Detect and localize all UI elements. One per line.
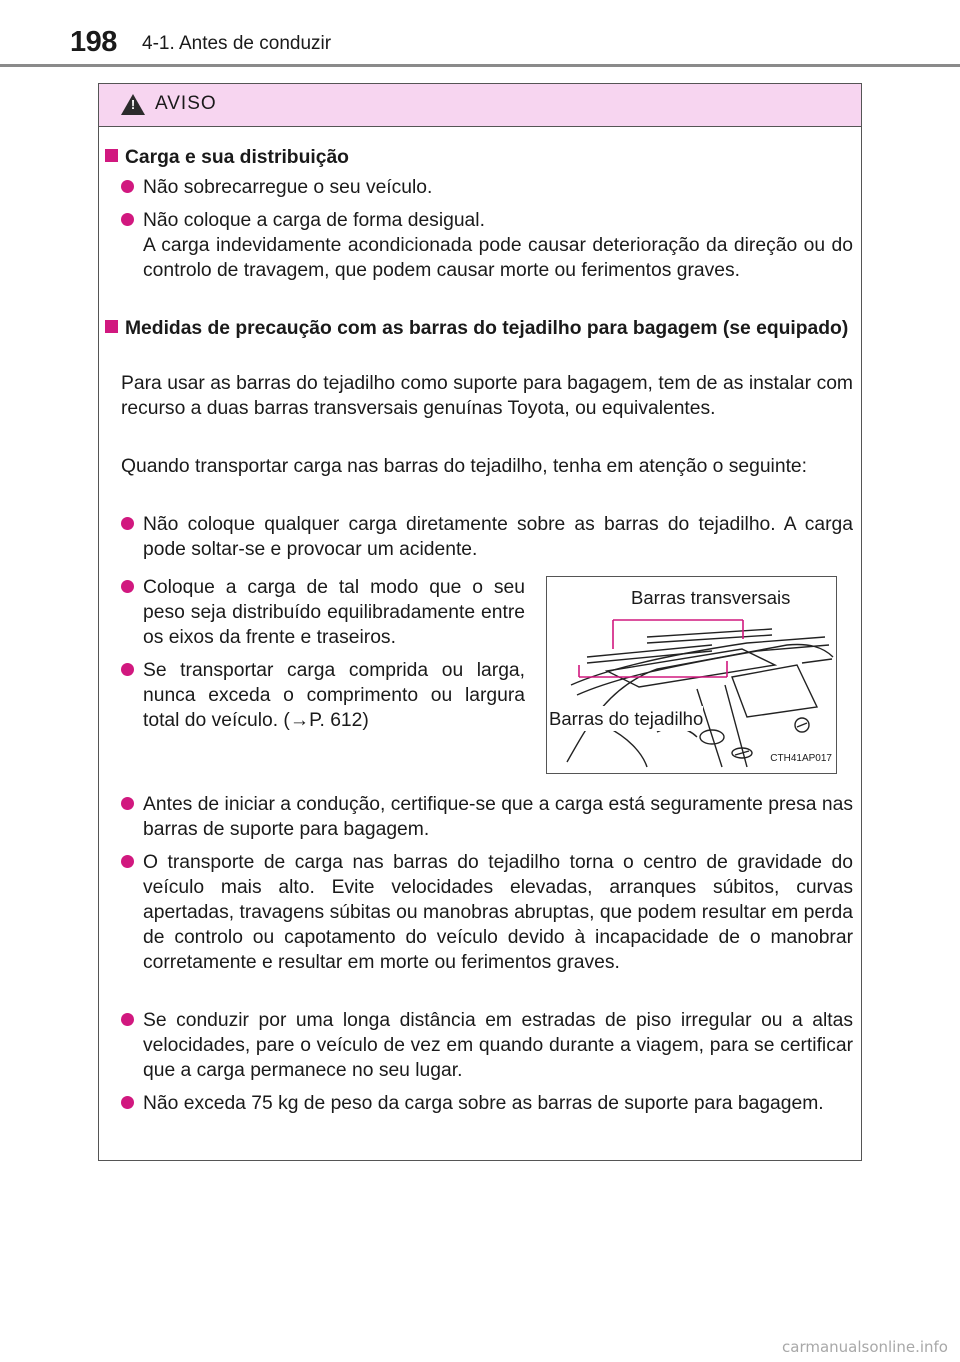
bullet-item: Não coloque a carga de forma desigual. [121,208,853,233]
warning-icon-mark: ! [130,97,136,112]
circle-bullet-icon [121,1013,134,1026]
bullet-text: Coloque a carga de tal modo que o seu pe… [143,577,525,648]
circle-bullet-icon [121,1096,134,1109]
bullet-item: Não coloque qualquer carga diretamente s… [121,512,853,562]
bullet-text: Não sobrecarregue o seu veículo. [143,177,433,198]
circle-bullet-icon [121,213,134,226]
paragraph: Quando transportar carga nas barras do t… [121,456,808,477]
warning-title: AVISO [155,93,217,114]
bullet-text: O transporte de carga nas barras do teja… [143,852,853,973]
bullet-detail: A carga indevidamente acondicionada pode… [143,235,853,281]
circle-bullet-icon [121,797,134,810]
circle-bullet-icon [121,580,134,593]
bullet-item: Se conduzir por uma longa distância em e… [121,1008,853,1083]
bullet-text: Não coloque qualquer carga diretamente s… [143,514,853,560]
bullet-item: Coloque a carga de tal modo que o seu pe… [121,575,525,650]
bullet-text: Se conduzir por uma longa distância em e… [143,1010,853,1081]
paragraph: Para usar as barras do tejadilho como su… [121,373,853,419]
heading-text: Medidas de precaução com as barras do te… [125,318,849,339]
bullet-item: Não sobrecarregue o seu veículo. [121,175,853,200]
figure-code: CTH41AP017 [770,753,832,764]
bullet-item: O transporte de carga nas barras do teja… [121,850,853,975]
circle-bullet-icon [121,663,134,676]
bullet-item: Antes de iniciar a condução, certifique-… [121,792,853,842]
bullet-text: Se transportar carga comprida ou larga, … [143,660,525,731]
circle-bullet-icon [121,180,134,193]
bullet-text: Antes de iniciar a condução, certifique-… [143,794,853,840]
bullet-item: Se transportar carga comprida ou larga, … [121,658,525,733]
bullet-text: Não coloque a carga de forma desigual. [143,210,485,231]
section-title: 4-1. Antes de conduzir [142,33,332,54]
warning-icon [121,94,145,115]
watermark: carmanualsonline.info [782,1338,948,1356]
bullet-item: Não exceda 75 kg de peso da carga sobre … [121,1091,853,1116]
section-heading: Carga e sua distribuição [105,145,853,170]
car-roof-illustration [566,619,834,768]
figure-label-crossbars: Barras transversais [631,585,791,610]
warning-header: ! AVISO [99,84,861,127]
header-divider [0,64,960,67]
section-heading: Medidas de precaução com as barras do te… [105,316,853,341]
circle-bullet-icon [121,517,134,530]
page-number: 198 [70,26,117,58]
warning-box: ! AVISO Carga e sua distribuição Não sob… [98,83,862,1161]
square-bullet-icon [105,320,118,333]
circle-bullet-icon [121,855,134,868]
bullet-text: Não exceda 75 kg de peso da carga sobre … [143,1093,824,1114]
heading-text: Carga e sua distribuição [125,147,349,168]
figure-label-roof-rails: Barras do tejadilho [549,706,704,731]
roof-rack-figure: Barras transversais Barras do tejadilho … [546,576,837,774]
square-bullet-icon [105,149,118,162]
page-header: 198 4-1. Antes de conduzir [0,0,960,67]
